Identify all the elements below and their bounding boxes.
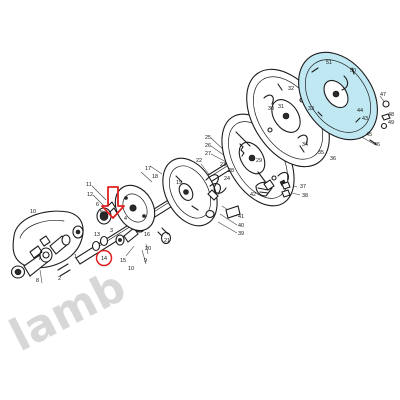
callout-38: 38 (302, 193, 308, 199)
callout-37: 37 (300, 184, 306, 190)
callout-45: 45 (366, 132, 372, 138)
callout-33: 33 (308, 106, 314, 112)
callout-5: 5 (100, 210, 103, 216)
highlight-arrow (101, 186, 125, 219)
lower-mid-parts (263, 179, 291, 198)
mid-disc (162, 157, 218, 227)
callout-27: 27 (205, 151, 211, 157)
callout-16: 16 (144, 232, 150, 238)
highlight-circle (95, 249, 113, 267)
callout-25: 25 (205, 135, 211, 141)
callout-8: 8 (36, 278, 39, 284)
bracket-cluster (225, 171, 289, 219)
callout-26: 26 (205, 143, 211, 149)
callout-23: 23 (220, 162, 226, 168)
callout-11: 11 (86, 182, 92, 188)
callout-1: 1 (74, 254, 77, 260)
callout-31: 31 (278, 104, 284, 110)
callout-43: 43 (362, 116, 368, 122)
callout-32: 32 (288, 86, 294, 92)
callout-12: 12 (87, 192, 93, 198)
callout-42: 42 (250, 192, 256, 198)
callout-51: 51 (326, 60, 332, 66)
left-axle-parts (10, 225, 84, 279)
callout-18: 18 (152, 174, 158, 180)
callout-7: 7 (38, 256, 41, 262)
callout-3: 3 (110, 228, 113, 234)
callout-28: 28 (228, 168, 234, 174)
callout-48: 48 (388, 112, 394, 118)
callout-14: 14 (101, 256, 107, 262)
callout-46: 46 (374, 142, 380, 148)
callout-50: 50 (350, 68, 356, 74)
callout-labels: 10 7 8 11 12 14 13 15 10 9 20 16 17 18 1… (30, 60, 394, 284)
callout-29: 29 (256, 158, 262, 164)
rear-drum (298, 51, 378, 141)
callout-24: 24 (224, 176, 230, 182)
callout-22: 22 (196, 158, 202, 164)
callout-9: 9 (144, 258, 147, 264)
callout-4: 4 (124, 216, 127, 222)
callout-20: 20 (145, 246, 151, 252)
callout-6: 6 (96, 202, 99, 208)
callout-10b: 10 (128, 266, 134, 272)
callout-39: 39 (238, 231, 244, 237)
right-small-parts (369, 100, 391, 145)
callout-30: 30 (268, 106, 274, 112)
callout-36: 36 (330, 156, 336, 162)
callout-15: 15 (120, 258, 126, 264)
callout-35: 35 (318, 150, 324, 156)
callout-10: 10 (30, 209, 36, 215)
callout-44: 44 (357, 108, 363, 114)
callout-34: 34 (302, 142, 308, 148)
callout-47: 47 (380, 92, 386, 98)
spring-clip (205, 174, 227, 219)
callout-40: 40 (238, 223, 244, 229)
hub-plate (114, 184, 156, 232)
callout-13: 13 (94, 232, 100, 238)
callout-17: 17 (145, 166, 151, 172)
callout-2: 2 (58, 276, 61, 282)
callout-19: 19 (176, 180, 182, 186)
callout-21: 21 (164, 238, 170, 244)
callout-41: 41 (238, 214, 244, 220)
callout-49: 49 (388, 120, 394, 126)
